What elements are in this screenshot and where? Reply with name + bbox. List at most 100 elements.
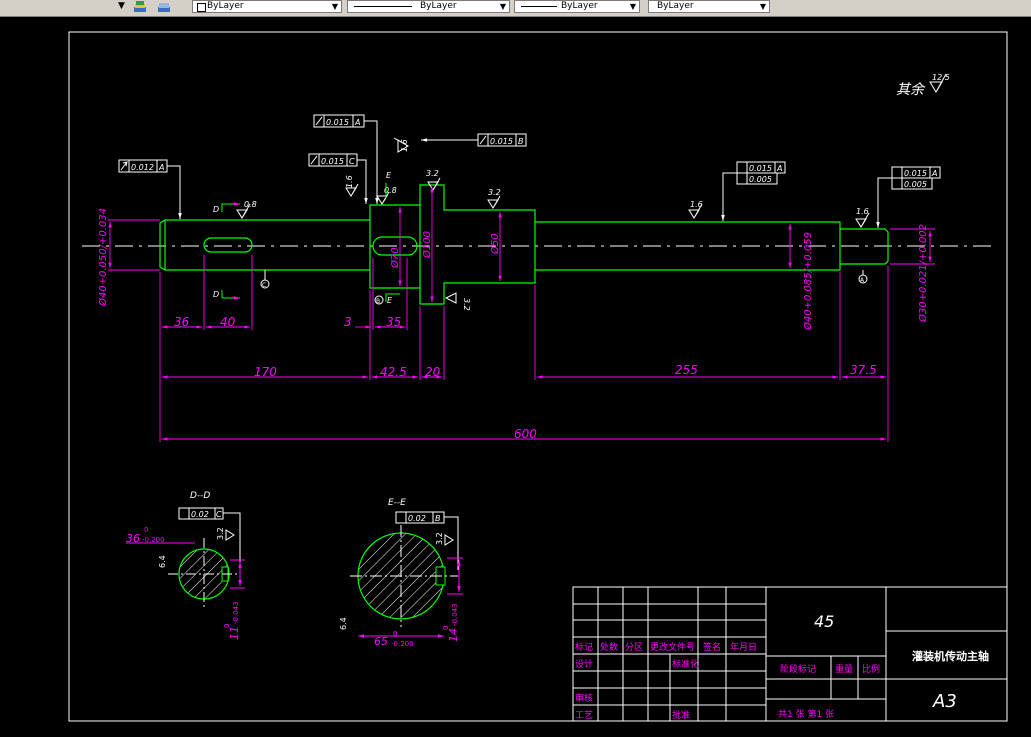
tolerance-frame-3: 0.015 C — [308, 153, 368, 204]
title-block-label: 重量 — [835, 663, 853, 675]
roughness-symbol-icon — [444, 292, 457, 304]
title-block-label: 阶段标记 — [780, 663, 816, 675]
tolerance-frame-1: 0.012 A — [118, 159, 182, 219]
tolerance-value: 0.015 — [326, 118, 349, 127]
dim-tol-upper: 0 — [393, 630, 397, 638]
tolerance-datum: A — [776, 164, 782, 173]
roughness-symbol-icon — [393, 137, 409, 153]
sheet-count: 共1 张 第1 张 — [778, 708, 834, 720]
roughness-value: 1.6 — [400, 139, 409, 152]
tolerance-value: 0.015 — [749, 164, 772, 173]
tolerance-value: 0.005 — [904, 180, 927, 189]
dim-dia100: Ø100 — [421, 231, 433, 259]
roughness-value: 3.2 — [488, 188, 501, 197]
roughness-value: 1.6 — [345, 175, 354, 188]
title-block-label: 设计 — [575, 658, 593, 670]
remaining-roughness-value: 12.5 — [932, 73, 950, 82]
dim-14: 14 — [447, 628, 460, 642]
dim-tol-lower: -0.200 — [142, 536, 165, 544]
dim-255: 255 — [675, 363, 698, 377]
plotstyle-combo[interactable]: ByLayer ▼ — [648, 0, 770, 13]
title-block-label: 处数 — [600, 641, 618, 653]
tolerance-datum: A — [354, 118, 360, 127]
chevron-down-icon: ▼ — [499, 2, 506, 11]
chevron-down-icon: ▼ — [629, 2, 636, 11]
roughness-value: 6.4 — [339, 617, 348, 630]
dim-35: 35 — [386, 315, 401, 329]
drawing-frame — [68, 31, 1008, 722]
roughness-value: 3.2 — [462, 298, 471, 311]
dimension-texts: 36 40 3 35 170 42.5 20 255 37.5 600 — [174, 315, 877, 441]
linetype-combo-value: ByLayer — [420, 1, 457, 11]
tolerance-datum: C — [216, 510, 222, 519]
sheet-size: A3 — [932, 691, 957, 712]
section-d-d: D--D 0.02 C 3.2 6.4 36 0 -0.200 11 0 -0.… — [126, 491, 245, 640]
lineweight-combo-value: ByLayer — [561, 1, 598, 11]
title-block-label: 更改文件号 — [650, 641, 695, 653]
dim-tol-upper: 0 — [144, 526, 148, 534]
title-block — [572, 586, 1008, 722]
tolerance-datum: B — [435, 514, 441, 523]
section-e-e: E--E 0.02 B 3.2 6.4 65 0 -0.200 14 0 -0.… — [339, 498, 463, 648]
title-block-label: 比例 — [862, 663, 880, 675]
dim-tol-upper: 0 — [442, 626, 450, 630]
tolerance-value: 0.02 — [191, 510, 209, 519]
title-block-label: 标准化 — [672, 658, 699, 670]
roughness-value: 3.2 — [216, 527, 225, 540]
section-label-d: D — [213, 205, 219, 214]
dim-tol-lower: -0.043 — [232, 601, 240, 624]
dim-11: 11 — [228, 626, 241, 640]
title-block-label: 分区 — [625, 642, 643, 653]
dim-tol-lower: -0.043 — [451, 603, 459, 626]
part-name: 灌装机传动主轴 — [912, 649, 989, 663]
dim-tol-upper: 0 — [223, 624, 231, 628]
linetype-combo[interactable]: ByLayer ▼ — [347, 0, 510, 13]
layer-previous-icon[interactable] — [157, 1, 171, 13]
roughness-symbols — [236, 177, 870, 228]
roughness-value: 1.6 — [690, 200, 703, 209]
roughness-value: 0.8 — [384, 186, 397, 195]
properties-toolbar: ▼ ByLayer ▼ ByLayer ▼ ByLayer ▼ ByLayer … — [0, 0, 1031, 17]
roughness-symbol-icon — [929, 73, 947, 93]
layer-states-icon[interactable] — [133, 1, 147, 13]
dim-dia40-left: Ø40+0.050/+0.034 — [97, 208, 109, 307]
title-block-label: 批准 — [672, 709, 690, 721]
dim-dia70: Ø70 — [389, 247, 401, 269]
roughness-value: 1.6 — [856, 207, 869, 216]
linetype-sample — [354, 6, 412, 7]
tolerance-datum: C — [349, 157, 355, 166]
tolerance-datum: A — [931, 169, 937, 178]
dim-dia50: Ø50 — [489, 233, 501, 255]
tolerance-frame-2: 0.015 A — [313, 114, 379, 204]
title-block-label: 签名 — [703, 641, 721, 653]
datum-label: C — [262, 282, 266, 289]
section-ee-title: E--E — [388, 498, 406, 508]
tolerance-value: 0.005 — [749, 175, 772, 184]
remaining-roughness-label: 其余 — [896, 82, 926, 98]
roughness-value: 3.2 — [426, 169, 439, 178]
dim-37-5: 37.5 — [850, 363, 877, 377]
datum-label: A — [860, 277, 865, 284]
roughness-value: 0.8 — [244, 200, 257, 209]
tolerance-value: 0.012 — [131, 163, 154, 172]
tolerance-datum: A — [158, 163, 164, 172]
dim-20: 20 — [425, 365, 441, 379]
tolerance-value: 0.015 — [490, 137, 513, 146]
tolerance-value: 0.02 — [408, 514, 426, 523]
datum-markers: C A B — [260, 270, 868, 305]
dim-36: 36 — [126, 532, 140, 545]
dim-42-5: 42.5 — [380, 365, 407, 379]
dim-600: 600 — [514, 427, 537, 441]
dim-dia40-right: Ø40+0.085/+0.059 — [802, 232, 814, 331]
color-combo[interactable]: ByLayer ▼ — [192, 0, 342, 13]
color-combo-value: ByLayer — [207, 1, 244, 11]
title-block-label: 审核 — [575, 692, 593, 704]
plotstyle-combo-value: ByLayer — [657, 1, 694, 11]
roughness-value: 6.4 — [158, 555, 167, 568]
drawing-canvas[interactable]: 其余 12.5 0.8 0.8 1.6 1.6 1.6 3.2 3.2 1.6 … — [0, 16, 1031, 737]
tolerance-frame-5: 0.015 A 0.005 — [721, 161, 786, 221]
lineweight-combo[interactable]: ByLayer ▼ — [514, 0, 640, 13]
dropdown-arrow-icon[interactable]: ▼ — [118, 1, 125, 11]
section-markers — [221, 183, 400, 302]
chevron-down-icon: ▼ — [331, 2, 338, 11]
